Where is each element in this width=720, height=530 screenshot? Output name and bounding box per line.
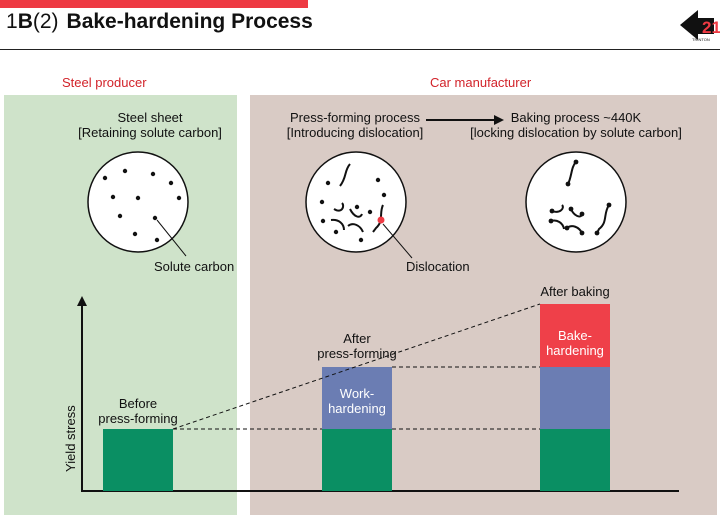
bar-before-base bbox=[103, 429, 173, 491]
press-forming-circle bbox=[305, 151, 407, 253]
dislocation-marker bbox=[377, 216, 385, 224]
press-forming-title: Press-forming process bbox=[289, 110, 421, 125]
steel-sheet-caption: Steel sheet [Retaining solute carbon] bbox=[70, 110, 230, 140]
steel-sheet-subtitle: [Retaining solute carbon] bbox=[78, 125, 222, 140]
y-axis-arrowhead bbox=[77, 296, 87, 306]
section-label-car: Car manufacturer bbox=[430, 75, 532, 90]
bar-label-after-bake: After baking bbox=[540, 284, 610, 299]
title-text: Bake-hardening Process bbox=[66, 10, 313, 33]
bar-after-press-work bbox=[322, 367, 392, 429]
logo-arrow-shape bbox=[680, 10, 714, 40]
press-forming-subtitle: [Introducing dislocation] bbox=[286, 125, 424, 140]
steel-sheet-circle bbox=[87, 151, 189, 253]
brand-logo: 21 TRINTON bbox=[680, 10, 720, 42]
bar-label-before: Before press-forming bbox=[98, 396, 178, 426]
title-letter: B bbox=[17, 10, 33, 33]
logo-text: TRINTON bbox=[692, 37, 710, 42]
bar-after-bake-work bbox=[540, 367, 610, 429]
baking-pinning-atoms bbox=[548, 159, 612, 236]
baking-title: Baking process ~440K bbox=[510, 110, 642, 125]
bar-after-bake-bake bbox=[540, 304, 610, 367]
y-axis-label: Yield stress bbox=[63, 405, 78, 472]
title-number: 1 bbox=[6, 10, 18, 33]
baking-circle bbox=[525, 151, 627, 253]
bar-label-after-press: After press-forming bbox=[317, 331, 397, 361]
bar-after-press-base bbox=[322, 429, 392, 491]
baking-subtitle: [locking dislocation by solute carbon] bbox=[470, 125, 682, 140]
process-arrow-head bbox=[494, 115, 504, 125]
logo-number: 21 bbox=[702, 18, 720, 37]
press-forming-caption: Press-forming process [Introducing dislo… bbox=[275, 110, 435, 140]
solute-carbon-leader bbox=[156, 219, 187, 257]
solute-carbon-label: Solute carbon bbox=[154, 259, 235, 274]
title-accent-bar bbox=[0, 0, 308, 8]
bake-hardening-label: Bake- hardening bbox=[546, 328, 604, 358]
work-hardening-label: Work- hardening bbox=[328, 386, 386, 416]
solute-carbon-atoms bbox=[102, 168, 182, 243]
steel-sheet-title: Steel sheet bbox=[117, 110, 183, 125]
press-forming-solute-atoms bbox=[319, 177, 387, 243]
title-paren: (2) bbox=[32, 10, 59, 33]
dislocation-label: Dislocation bbox=[406, 259, 470, 274]
header-divider bbox=[0, 49, 720, 50]
baking-caption: Baking process ~440K [locking dislocatio… bbox=[466, 110, 686, 140]
guide-lines bbox=[172, 303, 541, 430]
bar-after-bake-base bbox=[540, 429, 610, 491]
dislocation-leader bbox=[382, 223, 413, 259]
section-label-steel: Steel producer bbox=[62, 75, 147, 90]
page-title: 1B(2) Bake-hardening Process bbox=[6, 10, 313, 34]
